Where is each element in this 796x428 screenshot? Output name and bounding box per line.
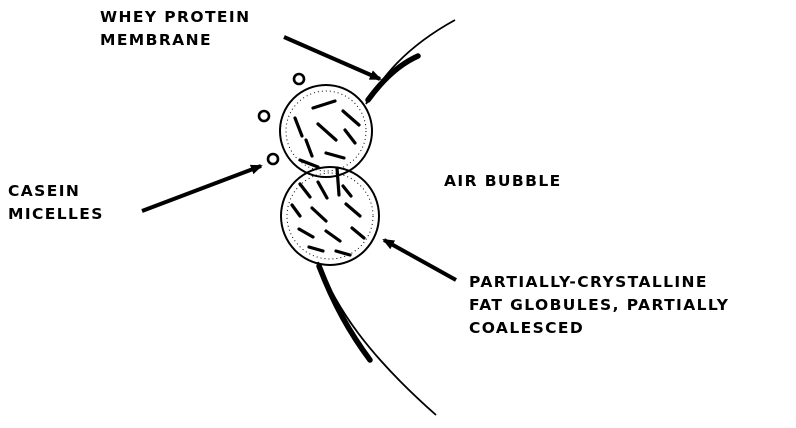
lower-fat-globule — [281, 167, 379, 265]
whey-protein-membrane-label-line-1: WHEY PROTEIN — [100, 6, 250, 29]
whey-protein-membrane-label: WHEY PROTEIN MEMBRANE — [100, 6, 250, 52]
casein-micelles-label-line-1: CASEIN — [8, 180, 104, 203]
casein-micelles-label-line-2: MICELLES — [8, 203, 104, 226]
air-bubble-label: AIR BUBBLE — [444, 170, 562, 193]
fat-globules-label: PARTIALLY-CRYSTALLINE FAT GLOBULES, PART… — [469, 271, 729, 340]
fat-globules-label-line-2: FAT GLOBULES, PARTIALLY — [469, 294, 729, 317]
air-bubble-boundary-lower — [318, 262, 436, 415]
upper-fat-globule — [280, 85, 372, 195]
fat-crystals-lower — [292, 182, 364, 255]
air-bubble-label-text: AIR BUBBLE — [444, 170, 562, 193]
whey-protein-membrane-label-line-2: MEMBRANE — [100, 29, 250, 52]
arrow-casein-micelles — [142, 166, 261, 211]
casein-micelles-label: CASEIN MICELLES — [8, 180, 104, 226]
arrow-fat-globules — [384, 240, 456, 280]
fat-crystals-upper — [295, 101, 359, 195]
fat-globules-label-line-3: COALESCED — [469, 317, 729, 340]
fat-globules-label-line-1: PARTIALLY-CRYSTALLINE — [469, 271, 729, 294]
arrow-whey-protein-membrane — [284, 37, 380, 79]
